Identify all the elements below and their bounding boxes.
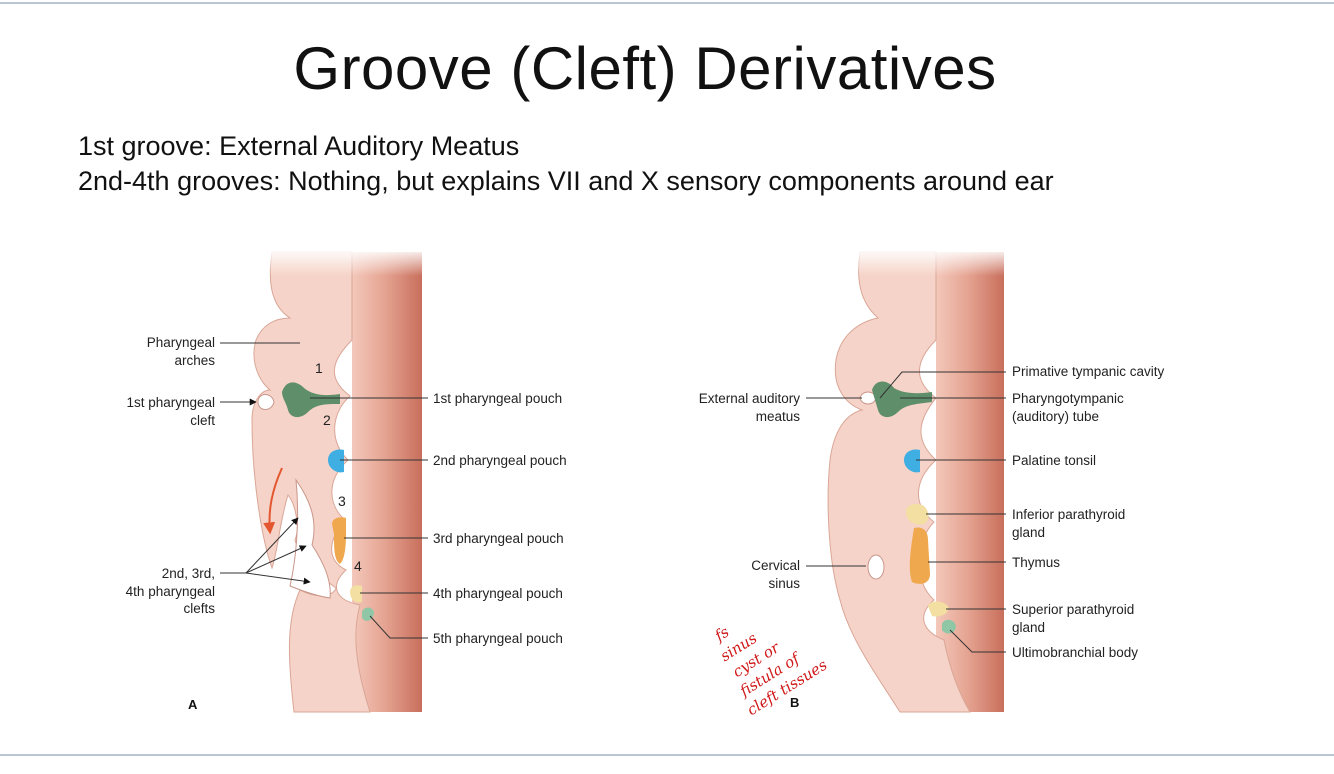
arch-number-1: 1 xyxy=(315,360,323,376)
label-later-clefts-1: 2nd, 3rd, xyxy=(162,566,215,581)
palatine-tonsil xyxy=(904,449,920,473)
label-pouch-2: 2nd pharyngeal pouch xyxy=(433,453,567,468)
top-fade xyxy=(262,248,432,276)
pouch-3 xyxy=(332,517,346,564)
label-first-cleft-2: cleft xyxy=(190,413,215,428)
label-first-cleft-1: 1st pharyngeal xyxy=(126,395,215,410)
label-later-clefts-3: clefts xyxy=(183,601,215,616)
panel-label-a: A xyxy=(188,697,198,712)
handwritten-note: fs sinus cyst or fistula of cleft tissue… xyxy=(711,622,831,719)
label-pharyngeal-arches-1: Pharyngeal xyxy=(147,335,215,350)
pouch-4 xyxy=(350,585,362,603)
thymus xyxy=(909,527,930,584)
arch-number-3: 3 xyxy=(338,493,346,509)
label-pharyngeal-arches-2: arches xyxy=(174,353,215,368)
label-tonsil: Palatine tonsil xyxy=(1012,453,1096,468)
slide-text-line-2: 2nd-4th grooves: Nothing, but explains V… xyxy=(78,166,1054,196)
label-sinus-1: Cervical xyxy=(751,558,800,573)
label-inf-parathyroid-1: Inferior parathyroid xyxy=(1012,507,1125,522)
figure-b: External auditory meatus Cervical sinus … xyxy=(699,248,1165,719)
label-pouch-3: 3rd pharyngeal pouch xyxy=(433,531,564,546)
label-tube-2: (auditory) tube xyxy=(1012,409,1099,424)
label-pouch-1: 1st pharyngeal pouch xyxy=(433,391,562,406)
bottom-border xyxy=(0,754,1334,756)
pouch-1 xyxy=(282,382,340,418)
label-tympanic: Primative tympanic cavity xyxy=(1012,364,1165,379)
top-border xyxy=(0,2,1334,4)
label-tube-1: Pharyngotympanic xyxy=(1012,391,1124,406)
label-sup-parathyroid-1: Superior parathyroid xyxy=(1012,602,1134,617)
slide-text-line-1: 1st groove: External Auditory Meatus xyxy=(78,131,520,161)
first-cleft xyxy=(257,394,275,410)
cervical-sinus xyxy=(867,554,885,580)
embryo-tissue xyxy=(251,251,371,713)
label-meatus-1: External auditory xyxy=(699,391,801,406)
inferior-parathyroid xyxy=(906,504,929,525)
ultimobranchial xyxy=(942,619,956,634)
pharynx-wall xyxy=(352,252,422,712)
superior-parathyroid xyxy=(928,601,949,617)
pouch-2 xyxy=(328,449,344,473)
figure-a: 1 2 3 4 Pharyngeal arches 1st pharyngeal… xyxy=(126,248,567,713)
label-later-clefts-2: 4th pharyngeal xyxy=(126,584,215,599)
panel-label-b: B xyxy=(790,695,799,710)
arch-number-2: 2 xyxy=(323,412,331,428)
label-ultimobranchial: Ultimobranchial body xyxy=(1012,645,1138,660)
label-pouch-4: 4th pharyngeal pouch xyxy=(433,586,563,601)
label-pouch-5: 5th pharyngeal pouch xyxy=(433,631,563,646)
cervical-clefts xyxy=(289,478,331,599)
label-inf-parathyroid-2: gland xyxy=(1012,525,1045,540)
label-meatus-2: meatus xyxy=(756,409,801,424)
label-sup-parathyroid-2: gland xyxy=(1012,620,1045,635)
top-fade-b xyxy=(850,248,1020,276)
arch-number-4: 4 xyxy=(354,558,362,574)
pharynx-wall-b xyxy=(936,252,1004,712)
migration-arrow xyxy=(263,467,283,535)
label-thymus: Thymus xyxy=(1012,555,1060,570)
slide-title: Groove (Cleft) Derivatives xyxy=(293,35,997,102)
label-sinus-2: sinus xyxy=(768,576,800,591)
